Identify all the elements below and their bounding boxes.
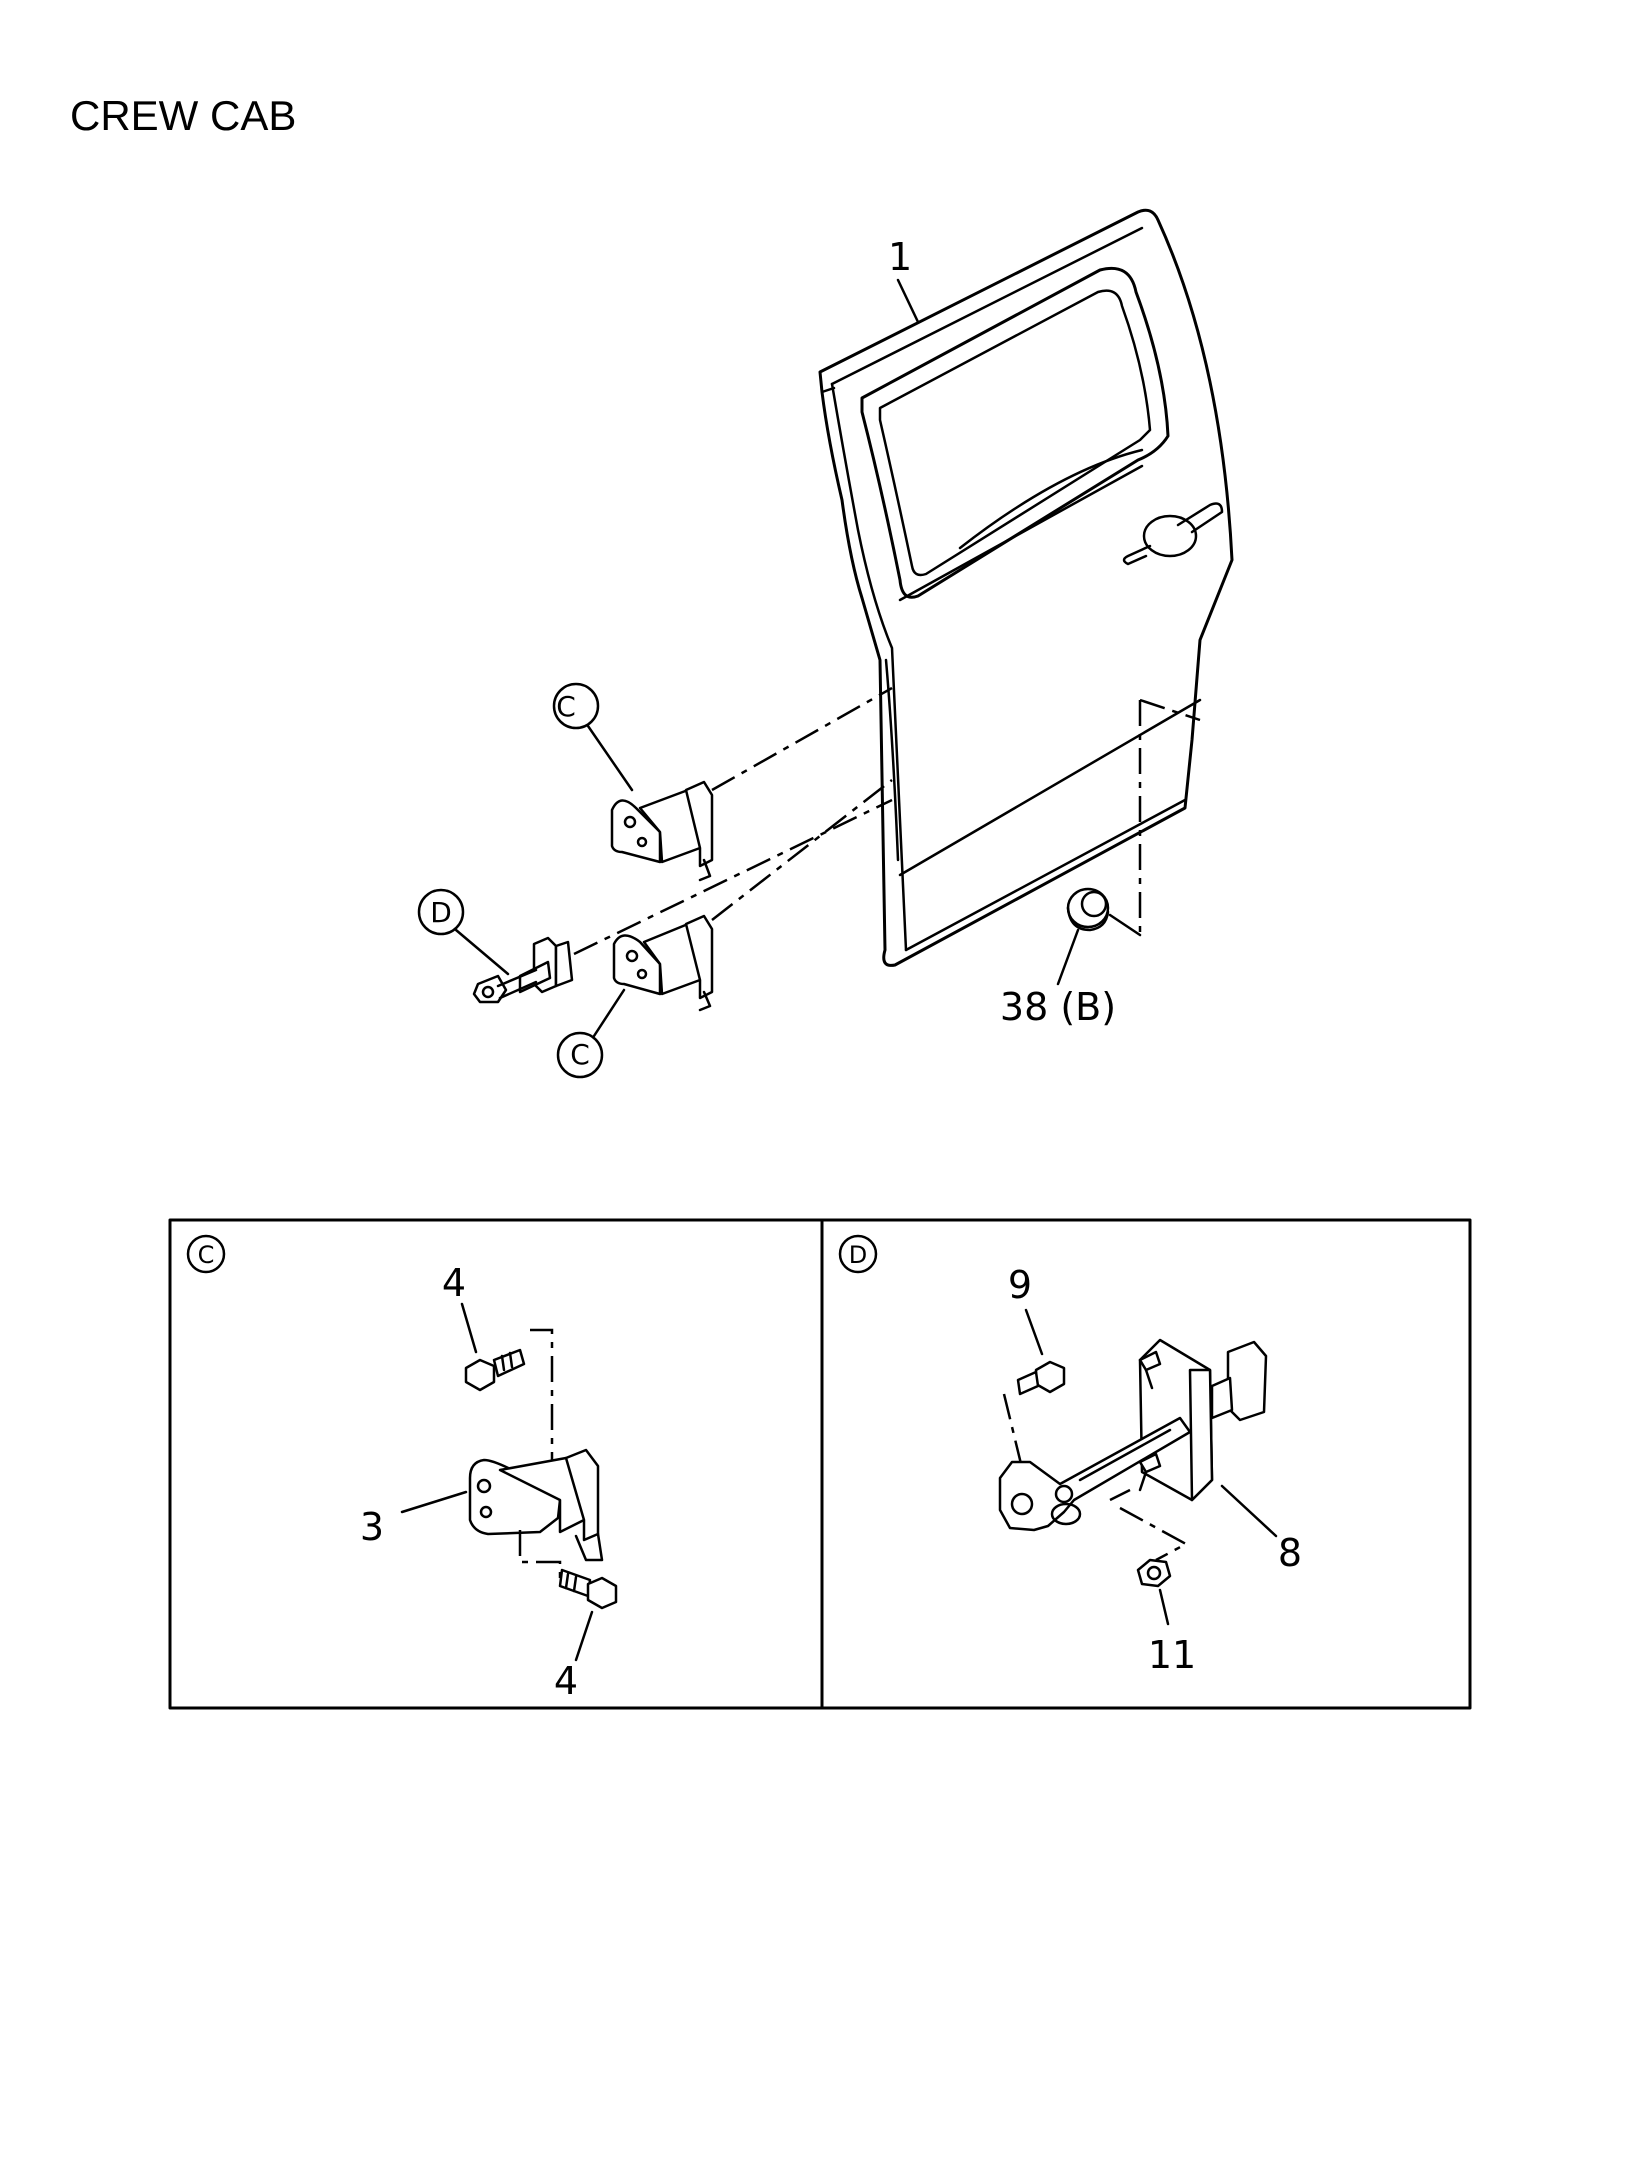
assembly-lines — [573, 686, 1201, 956]
detail-d-checker-label: 8 — [1278, 1531, 1302, 1575]
checker-ref-circle — [417, 888, 465, 936]
door-grommet — [1066, 887, 1110, 932]
detail-c-ref: C — [198, 1241, 215, 1269]
detail-c-bolt-bottom-label: 4 — [554, 1659, 578, 1703]
hinge-bolt-top — [464, 1348, 526, 1392]
upper-hinge — [610, 780, 714, 882]
diagram-title: CREW CAB — [70, 92, 297, 139]
hinge-detail — [468, 1448, 604, 1562]
door-checker — [472, 936, 574, 1004]
callout-hinge-lower-ref: C — [570, 1038, 590, 1071]
callout-grommet: 38 (B) — [1000, 985, 1116, 1029]
checker-bolt — [1016, 1360, 1066, 1396]
hinge-bolt-bottom — [558, 1568, 618, 1610]
detail-d-nut-label: 11 — [1148, 1633, 1196, 1677]
callout-door: 1 — [888, 235, 912, 279]
detail-d-bolt-label: 9 — [1008, 1263, 1032, 1307]
checker-detail — [998, 1338, 1268, 1532]
lower-hinge — [612, 914, 714, 1012]
detail-d-ref-circle — [838, 1234, 878, 1274]
detail-c-ref-circle — [186, 1234, 226, 1274]
checker-nut — [1136, 1558, 1172, 1588]
callout-checker-ref: D — [430, 896, 452, 929]
rear-door — [818, 208, 1234, 967]
detail-c-hinge-label: 3 — [360, 1505, 384, 1549]
callout-hinge-upper-ref: C — [556, 690, 576, 723]
detail-c-bolt-top-label: 4 — [442, 1261, 466, 1305]
detail-d-ref: D — [849, 1241, 867, 1269]
upper-hinge-ref-circle — [552, 682, 600, 730]
detail-d-panel — [820, 1218, 1472, 1710]
lower-hinge-ref-circle — [556, 1031, 604, 1079]
